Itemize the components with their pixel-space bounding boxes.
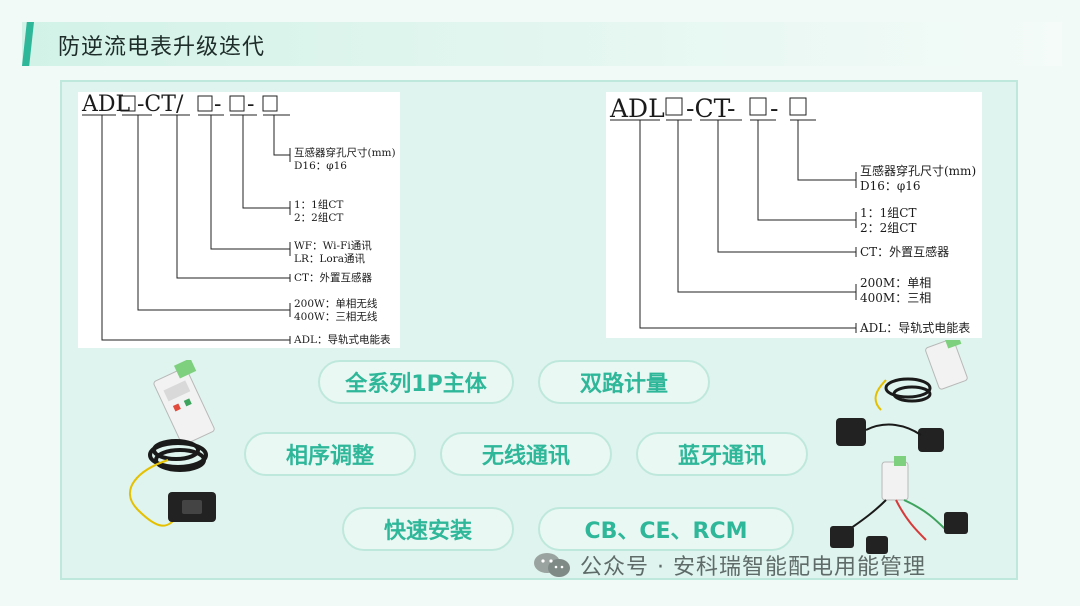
code-mid: -CT/ xyxy=(137,92,184,117)
wechat-icon xyxy=(534,553,570,577)
feature-pill-1p: 全系列1P主体 xyxy=(318,360,514,404)
feature-pill-install: 快速安装 xyxy=(342,507,514,551)
code-dash: - xyxy=(247,92,255,117)
code-prefix: ADL xyxy=(610,94,665,123)
feature-pill-certs: CB、CE、RCM xyxy=(538,507,794,551)
code-dash: - xyxy=(770,94,779,123)
feature-pill-dual-metering: 双路计量 xyxy=(538,360,710,404)
code-prefix: ADL xyxy=(82,92,131,117)
feature-pill-bluetooth: 蓝牙通讯 xyxy=(636,432,808,476)
page-title: 防逆流电表升级迭代 xyxy=(58,35,266,60)
feature-pill-phase: 相序调整 xyxy=(244,432,416,476)
label-adl: ADL：导轨式电能表 xyxy=(860,321,971,335)
meter-device-left-image xyxy=(128,360,216,527)
code-dash: - xyxy=(214,92,222,117)
label-ct: CT：外置互感器 xyxy=(294,272,373,284)
feature-pill-wireless: 无线通讯 xyxy=(440,432,612,476)
title-band xyxy=(22,22,1062,66)
watermark-text: 公众号 · 安科瑞智能配电用能管理 xyxy=(580,555,926,580)
meter-device-right-image xyxy=(830,340,968,554)
diagram-left-lines xyxy=(82,95,291,344)
label-adl: ADL：导轨式电能表 xyxy=(294,334,391,346)
label-ct: CT：外置互感器 xyxy=(860,245,950,259)
label-hole-size: 互感器穿孔尺寸(mm)D16：φ16 xyxy=(294,147,396,172)
code-mid: -CT- xyxy=(686,94,736,123)
diagram-right-lines xyxy=(610,97,857,333)
label-hole-size: 互感器穿孔尺寸(mm)D16：φ16 xyxy=(860,164,977,193)
